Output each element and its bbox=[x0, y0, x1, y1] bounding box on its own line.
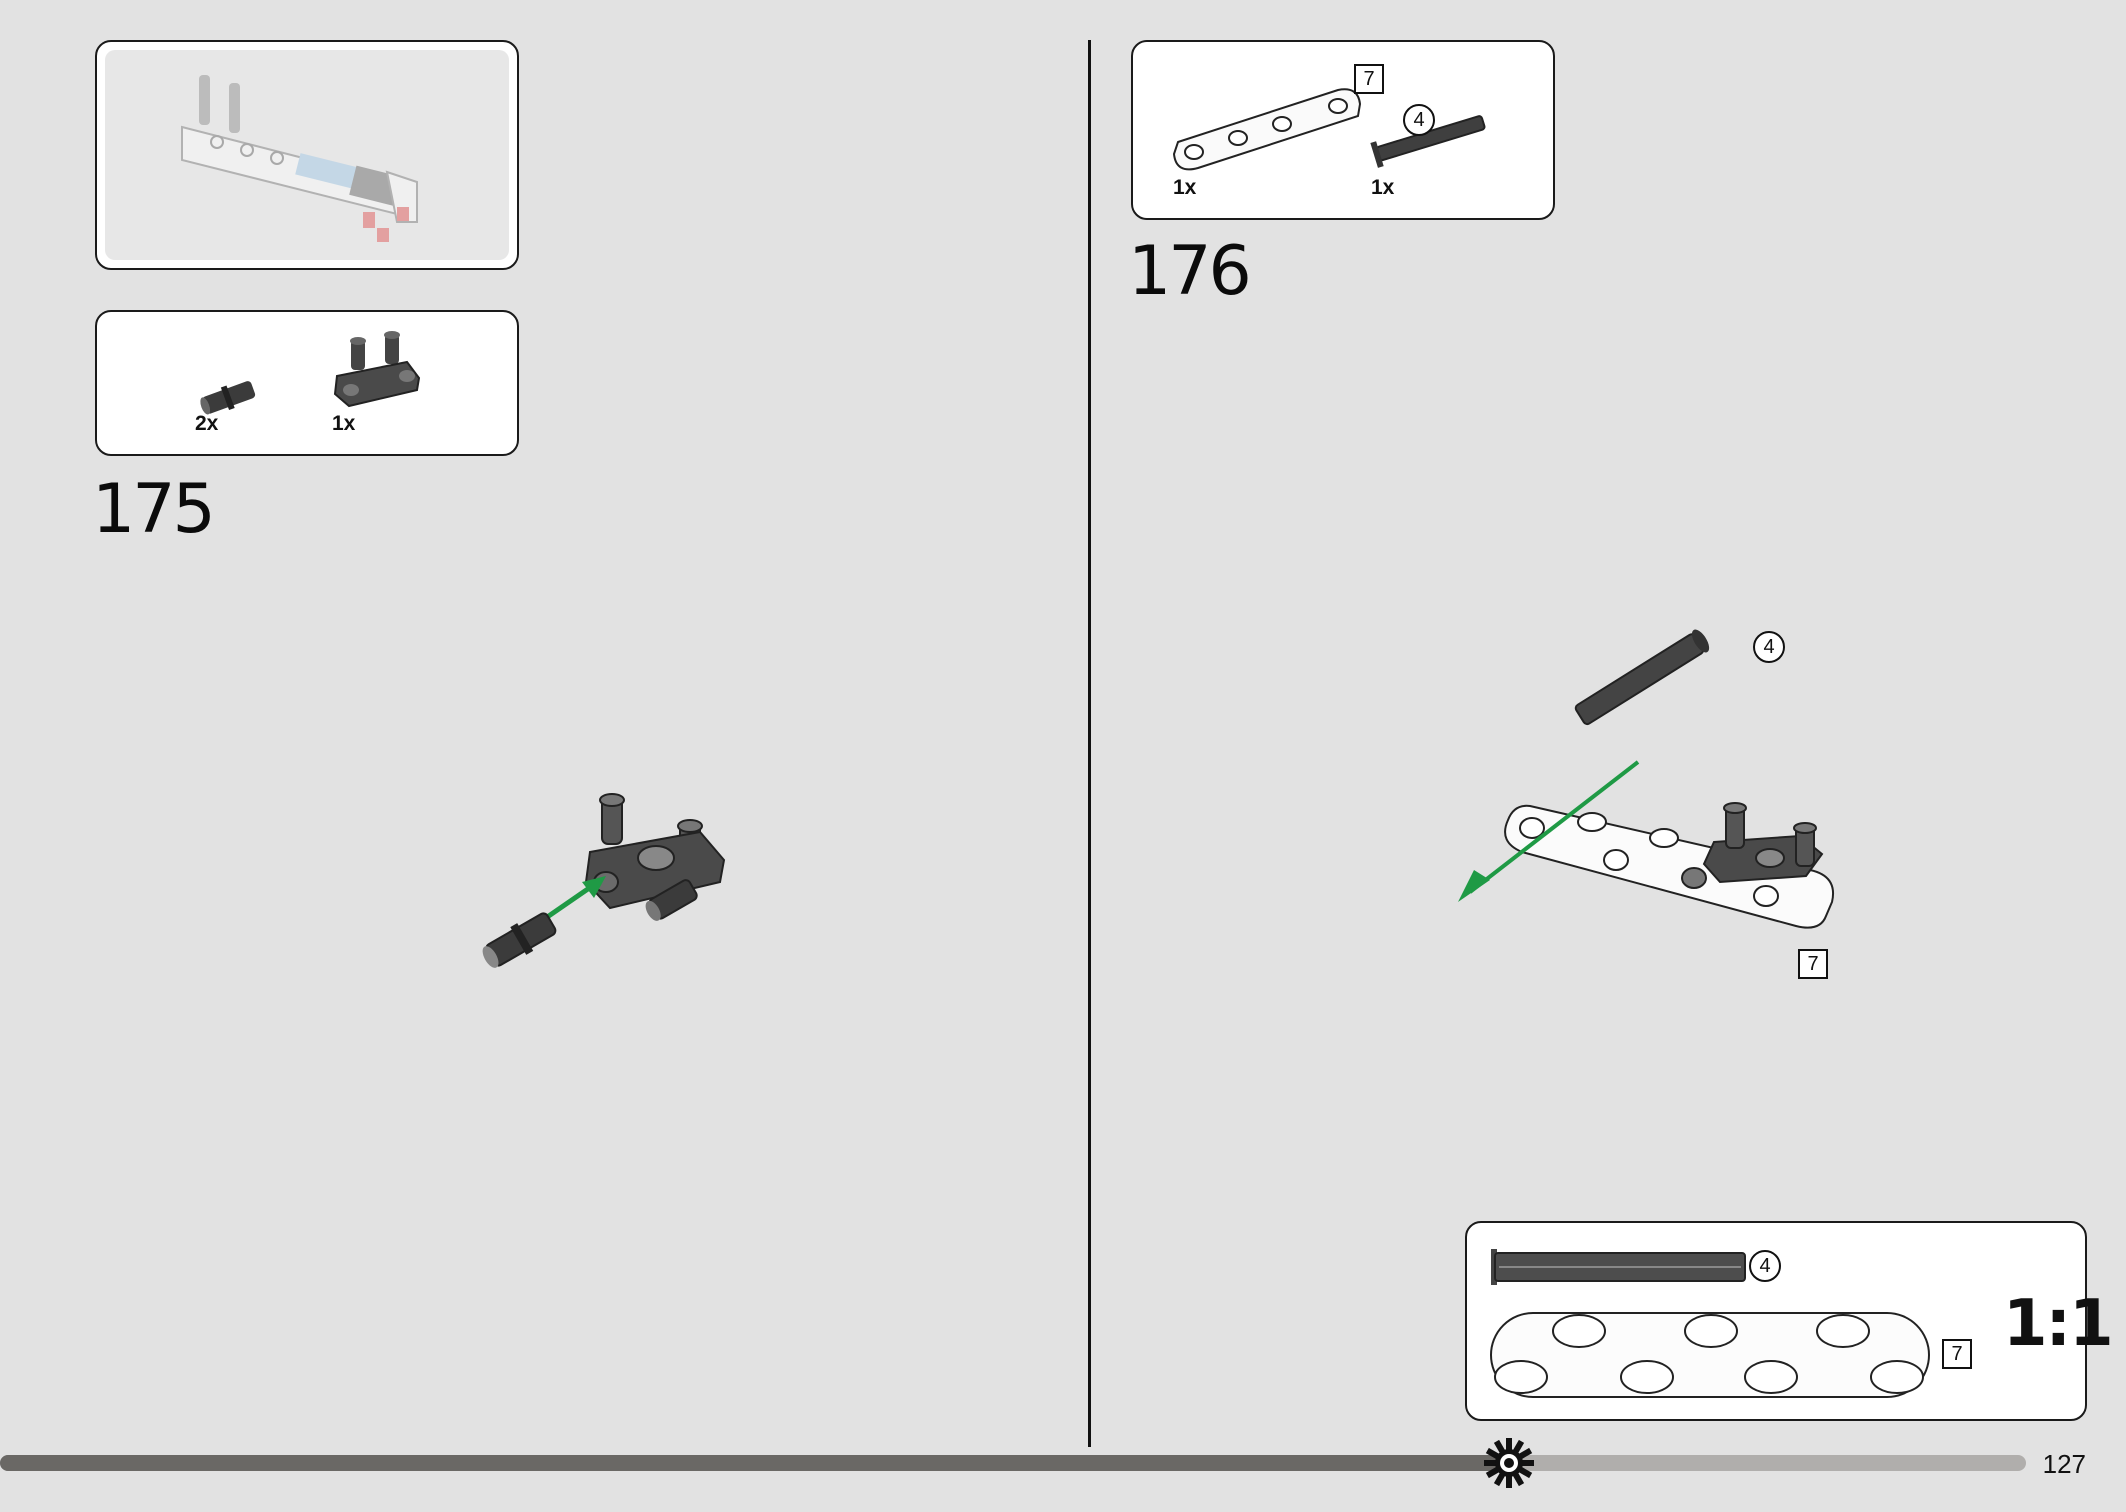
quantity-label: 1x bbox=[1371, 176, 1395, 199]
submodel-preview-box bbox=[95, 40, 519, 270]
beam-length-badge: 7 bbox=[1354, 64, 1384, 94]
beam-scale-label: 7 bbox=[1942, 1339, 1972, 1369]
axle-scale-label: 4 bbox=[1749, 1250, 1781, 1282]
quantity-label: 2x bbox=[195, 412, 219, 435]
beam-7-scale-image bbox=[1490, 1312, 1930, 1398]
step-number-176: 176 bbox=[1128, 232, 1252, 311]
scale-reference-box: 4 7 1:1 bbox=[1465, 1221, 2114, 1421]
step-176-assembly-illustration bbox=[1458, 629, 1834, 929]
scale-ratio-label: 1:1 bbox=[2003, 1287, 2114, 1361]
step-number-175: 175 bbox=[92, 470, 216, 549]
page-divider bbox=[1088, 40, 1091, 1447]
quantity-label: 1x bbox=[1173, 176, 1197, 199]
double-pin-connector-image bbox=[333, 331, 421, 408]
axle-length-badge: 4 bbox=[1403, 104, 1435, 136]
page-number: 127 bbox=[2042, 1449, 2086, 1479]
axle-4-image bbox=[1370, 115, 1486, 168]
quantity-label: 1x bbox=[332, 412, 356, 435]
axle-4-scale-image bbox=[1491, 1249, 1746, 1285]
axle-length-label: 4 bbox=[1753, 631, 1785, 663]
step-175-assembly-illustration bbox=[482, 793, 726, 968]
parts-callout-176: 7 1x 4 1x bbox=[1131, 40, 1555, 220]
parts-callout-175: 2x 1x bbox=[95, 310, 519, 456]
instruction-progress-fill bbox=[0, 1455, 1510, 1471]
friction-pin-connector-image bbox=[200, 381, 256, 415]
submodel-preview-image bbox=[181, 75, 418, 242]
gear-icon bbox=[1484, 1438, 1535, 1488]
instruction-progress-bar bbox=[0, 1455, 2026, 1471]
beam-7-image bbox=[1172, 88, 1362, 171]
beam-length-label: 7 bbox=[1798, 949, 1828, 979]
